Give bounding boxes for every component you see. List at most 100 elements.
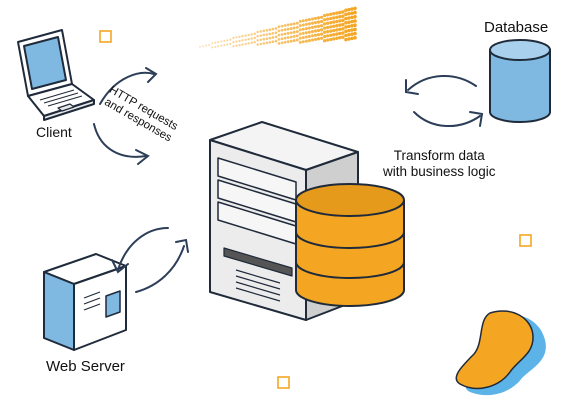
streak-dot — [247, 33, 250, 37]
streak-dot — [244, 42, 247, 46]
streak-dot — [262, 42, 266, 45]
streak-dot — [286, 36, 290, 39]
streak-dot — [283, 40, 287, 44]
streak-dot — [286, 31, 290, 35]
streak-dot — [310, 34, 315, 38]
streak-dot — [350, 7, 354, 11]
streak-dot — [316, 16, 321, 20]
streak-dot — [307, 30, 311, 34]
streak-dot — [347, 12, 351, 16]
streak-dot — [313, 21, 318, 25]
streak-dot — [350, 28, 354, 32]
streak-dot — [335, 19, 339, 24]
streak-dot — [199, 45, 201, 48]
streak-dot — [344, 21, 348, 25]
streak-dot — [295, 38, 299, 42]
streak-dot — [307, 26, 311, 30]
streak-dot — [286, 40, 290, 44]
streak-dot — [277, 42, 281, 45]
streak-dot — [313, 16, 318, 20]
streak-dot — [313, 37, 318, 41]
streak-dot — [265, 33, 269, 36]
streak-dot — [313, 33, 318, 37]
square-decoration — [99, 30, 112, 43]
streak-dot — [274, 35, 278, 39]
streak-dot — [226, 43, 229, 46]
streak-dot — [268, 40, 272, 44]
transform-label: Transform data with business logic — [383, 148, 496, 180]
streak-dot — [217, 41, 220, 44]
streak-dot — [338, 19, 342, 23]
streak-dot — [313, 29, 318, 33]
streak-dot — [235, 40, 238, 43]
transform-label-line1: Transform data — [393, 148, 485, 163]
streak-dot — [319, 32, 324, 36]
streak-dot — [289, 39, 293, 43]
square-decoration — [519, 234, 532, 247]
streak-dot — [223, 39, 226, 42]
streak-dot — [289, 35, 293, 39]
streak-dot — [338, 14, 342, 19]
streak-dot — [319, 19, 324, 24]
streak-dot — [220, 40, 223, 43]
streak-dot — [316, 28, 321, 33]
streak-dot — [304, 27, 308, 31]
streak-dot — [325, 21, 330, 25]
streak-dot — [301, 40, 305, 44]
streak-dot — [325, 34, 330, 38]
streak-dot — [292, 26, 296, 30]
streak-dot — [341, 14, 345, 18]
laptop-icon — [17, 29, 95, 121]
streak-dot — [325, 30, 330, 34]
streak-dot — [322, 34, 327, 39]
streak-dot — [274, 39, 278, 43]
streak-dot — [247, 42, 250, 45]
streak-dot — [286, 23, 290, 27]
streak-dot — [292, 34, 296, 38]
streak-dot — [232, 36, 235, 39]
streak-dot — [329, 25, 333, 29]
streak-dot — [283, 32, 287, 36]
streak-dot — [289, 31, 293, 35]
streak-dot — [325, 25, 330, 30]
streak-dot — [332, 37, 336, 41]
streak-dot — [214, 41, 217, 44]
streak-dot — [250, 33, 253, 36]
streak-dot — [307, 39, 311, 43]
streak-dot — [353, 19, 357, 23]
streak-dot — [322, 22, 327, 26]
streak-dot — [259, 34, 263, 37]
streak-dot — [238, 35, 241, 38]
streak-dot — [202, 45, 204, 48]
streak-dot — [332, 16, 336, 20]
streak-dot — [238, 39, 241, 43]
streak-dot — [319, 24, 324, 28]
streak-dot — [344, 12, 348, 17]
streak-dot — [338, 27, 342, 32]
streak-dot — [274, 27, 278, 30]
streak-dot — [338, 31, 342, 36]
streak-dot — [350, 24, 354, 28]
streak-dot — [229, 38, 232, 41]
streak-dot — [292, 22, 296, 26]
streak-dot — [277, 37, 281, 41]
streak-dot — [241, 39, 244, 42]
streak-dot — [265, 41, 269, 45]
streak-dot — [344, 8, 348, 12]
streak-dot — [253, 40, 256, 44]
streak-dot — [316, 20, 321, 24]
streak-dot — [347, 33, 351, 37]
streak-dot — [304, 18, 308, 22]
streak-dot — [329, 12, 333, 16]
streak-dot — [292, 30, 296, 34]
streak-dot — [208, 44, 211, 46]
streak-dot — [335, 11, 339, 15]
streak-dot — [211, 42, 214, 45]
streak-dot — [347, 37, 351, 41]
streak-dot — [347, 7, 351, 12]
streak-dot — [271, 27, 275, 31]
streak-dot — [301, 23, 305, 27]
streak-dot — [286, 27, 290, 31]
streak-dot — [329, 37, 333, 42]
